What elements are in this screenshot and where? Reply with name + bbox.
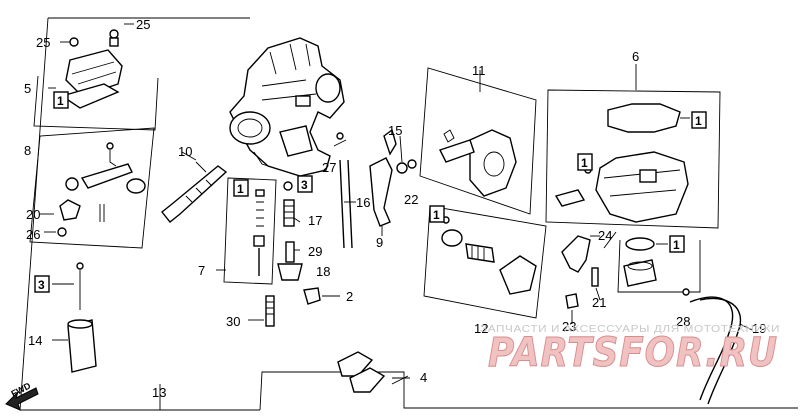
fwd-indicator: FWD bbox=[5, 380, 39, 411]
callout-22: 22 bbox=[404, 192, 418, 207]
boxed-label-3-a: 3 bbox=[38, 278, 45, 292]
callout-14: 14 bbox=[28, 333, 42, 348]
leader-lines bbox=[159, 64, 637, 410]
watermark-caption: ЗАПЧАСТИ И АКСЕССУАРЫ ДЛЯ МОТОТЕХНИКИ bbox=[480, 324, 780, 335]
callout-12: 12 bbox=[474, 321, 488, 336]
callout-6: 6 bbox=[632, 49, 639, 64]
boxed-label-1-a: 1 bbox=[57, 94, 64, 108]
part-group-7 bbox=[223, 177, 277, 285]
callout-8: 8 bbox=[24, 143, 31, 158]
part-group-6 bbox=[545, 89, 721, 229]
callout-26: 26 bbox=[26, 227, 40, 242]
part-group-12 bbox=[423, 205, 547, 319]
part-30 bbox=[248, 295, 275, 327]
boxed-labels: 1 3 1 3 1 1 1 1 bbox=[34, 91, 707, 293]
watermark-logo: PARTSFOR.RU bbox=[488, 330, 778, 376]
part-group-14 bbox=[52, 262, 97, 373]
part-group-5 bbox=[33, 23, 159, 131]
parts-16-27 bbox=[333, 132, 353, 249]
callout-2: 2 bbox=[346, 289, 353, 304]
callout-18: 18 bbox=[316, 264, 330, 279]
part-4 bbox=[337, 351, 410, 393]
parts-24-21-23 bbox=[561, 235, 600, 309]
callout-21: 21 bbox=[592, 295, 606, 310]
callout-4: 4 bbox=[420, 370, 427, 385]
callout-20: 20 bbox=[26, 207, 40, 222]
callout-5: 5 bbox=[24, 81, 31, 96]
carburetor-body bbox=[229, 37, 345, 177]
callout-25-b: 25 bbox=[36, 35, 50, 50]
part-2 bbox=[303, 287, 340, 305]
part-group-11 bbox=[419, 67, 537, 215]
boxed-label-1-b: 1 bbox=[237, 182, 244, 196]
callout-9: 9 bbox=[376, 235, 383, 250]
callout-11: 11 bbox=[472, 63, 486, 78]
callout-29: 29 bbox=[308, 244, 322, 259]
callout-numbers: 25 25 5 8 20 26 14 13 10 7 17 29 18 2 30… bbox=[24, 17, 766, 400]
assembly-bracket-13 bbox=[19, 17, 798, 411]
boxed-label-1-f: 1 bbox=[673, 238, 680, 252]
callout-27: 27 bbox=[322, 160, 336, 175]
boxed-label-1-d: 1 bbox=[581, 156, 588, 170]
callout-16: 16 bbox=[356, 195, 370, 210]
callout-24: 24 bbox=[598, 228, 612, 243]
callout-15: 15 bbox=[388, 123, 402, 138]
parts-19-28 bbox=[682, 288, 753, 405]
callout-19: 19 bbox=[752, 321, 766, 336]
callout-28: 28 bbox=[676, 314, 690, 329]
callout-17: 17 bbox=[308, 213, 322, 228]
parts-9-15-22 bbox=[369, 128, 417, 236]
part-group-8 bbox=[29, 127, 155, 249]
part-10 bbox=[161, 161, 228, 223]
callout-25-a: 25 bbox=[136, 17, 150, 32]
watermark: ЗАПЧАСТИ И АКСЕССУАРЫ ДЛЯ МОТОТЕХНИКИ PA… bbox=[480, 324, 780, 377]
callout-13: 13 bbox=[152, 385, 166, 400]
boxed-label-1-e: 1 bbox=[695, 114, 702, 128]
callout-30: 30 bbox=[226, 314, 240, 329]
callout-23: 23 bbox=[562, 319, 576, 334]
callout-10: 10 bbox=[178, 144, 192, 159]
drain-plug bbox=[617, 237, 701, 293]
parts-17-29-18 bbox=[277, 181, 303, 281]
callout-7: 7 bbox=[198, 263, 205, 278]
boxed-label-1-c: 1 bbox=[433, 208, 440, 222]
boxed-label-3-b: 3 bbox=[301, 178, 308, 192]
